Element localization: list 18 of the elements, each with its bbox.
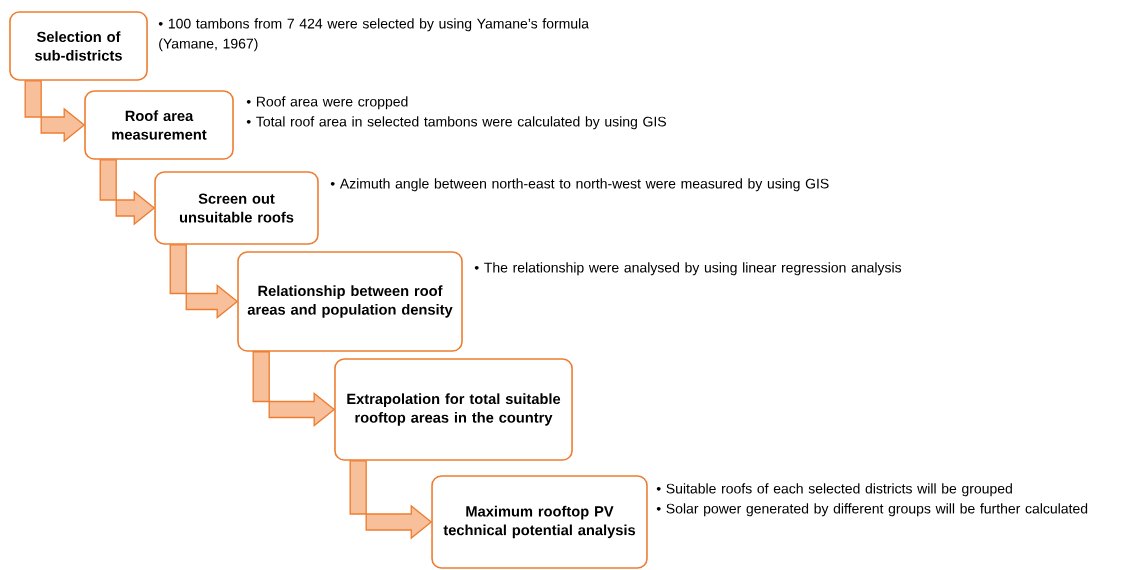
bullet-text: • Azimuth angle between north-east to north-west were measured by using GIS xyxy=(330,178,829,192)
bullet-text: • The relationship were analysed by using linear regression analysis xyxy=(474,262,902,276)
process-box: Selection of sub-districts xyxy=(9,11,148,81)
elbow-arrow xyxy=(349,460,433,540)
process-box: Screen out unsuitable roofs xyxy=(154,171,319,245)
elbow-arrow xyxy=(169,244,239,319)
bullet-text: • Suitable roofs of each selected districts will be grouped xyxy=(656,483,1012,497)
process-box: Extrapolation for total suitable rooftop areas in the country xyxy=(334,358,573,461)
bullet-text: • 100 tambons from 7 424 were selected by using Yamane’s formula (Yamane, 1967) xyxy=(158,18,589,52)
process-box: Maximum rooftop PV technical potential analysis xyxy=(431,475,648,569)
bullet-text: • Total roof area in selected tambons were calculated by using GIS xyxy=(246,116,666,130)
elbow-arrow xyxy=(99,159,156,226)
bullet-text: • Roof area were cropped xyxy=(246,96,408,110)
process-box: Relationship between roof areas and population density xyxy=(237,251,463,352)
bullet-text: • Solar power generated by different groups will be further calculated xyxy=(656,503,1088,517)
process-box: Roof area measurement xyxy=(84,90,234,160)
elbow-arrow xyxy=(24,80,86,143)
elbow-arrow xyxy=(252,351,336,427)
